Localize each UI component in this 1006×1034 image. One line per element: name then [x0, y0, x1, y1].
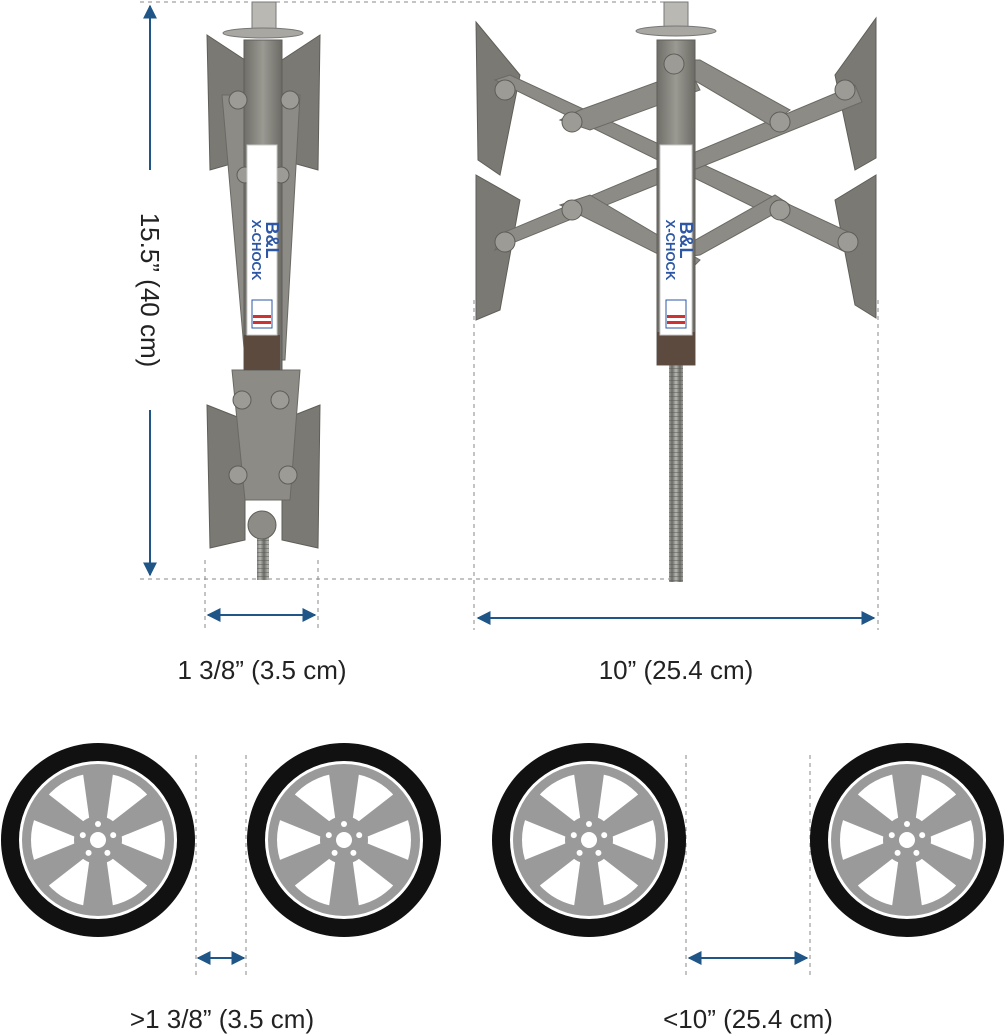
max-gap-label: <10” (25.4 cm): [663, 1004, 833, 1034]
wheel-icon: [492, 743, 686, 937]
width-dimension-arrows: [206, 608, 876, 625]
open-chock-icon: B&L X-CHOCK: [475, 1, 877, 582]
closed-chock-logo: B&L: [262, 222, 282, 259]
wheels-group: [1, 743, 1004, 937]
closed-width-label: 1 3/8” (3.5 cm): [177, 655, 347, 685]
wheel-icon: [1, 743, 195, 937]
wheel-icon: [810, 743, 1004, 937]
open-chock-logo: B&L: [676, 222, 696, 259]
closed-chock-icon: B&L X-CHOCK: [206, 1, 321, 580]
height-label: 15.5” (40 cm): [135, 212, 165, 368]
open-width-label: 10” (25.4 cm): [598, 655, 754, 685]
guide-lines: [140, 1, 879, 975]
min-gap-label: >1 3/8” (3.5 cm): [129, 1004, 315, 1034]
closed-chock-name: X-CHOCK: [249, 220, 264, 281]
wheel-icon: [247, 743, 441, 937]
open-chock-name: X-CHOCK: [663, 220, 678, 281]
